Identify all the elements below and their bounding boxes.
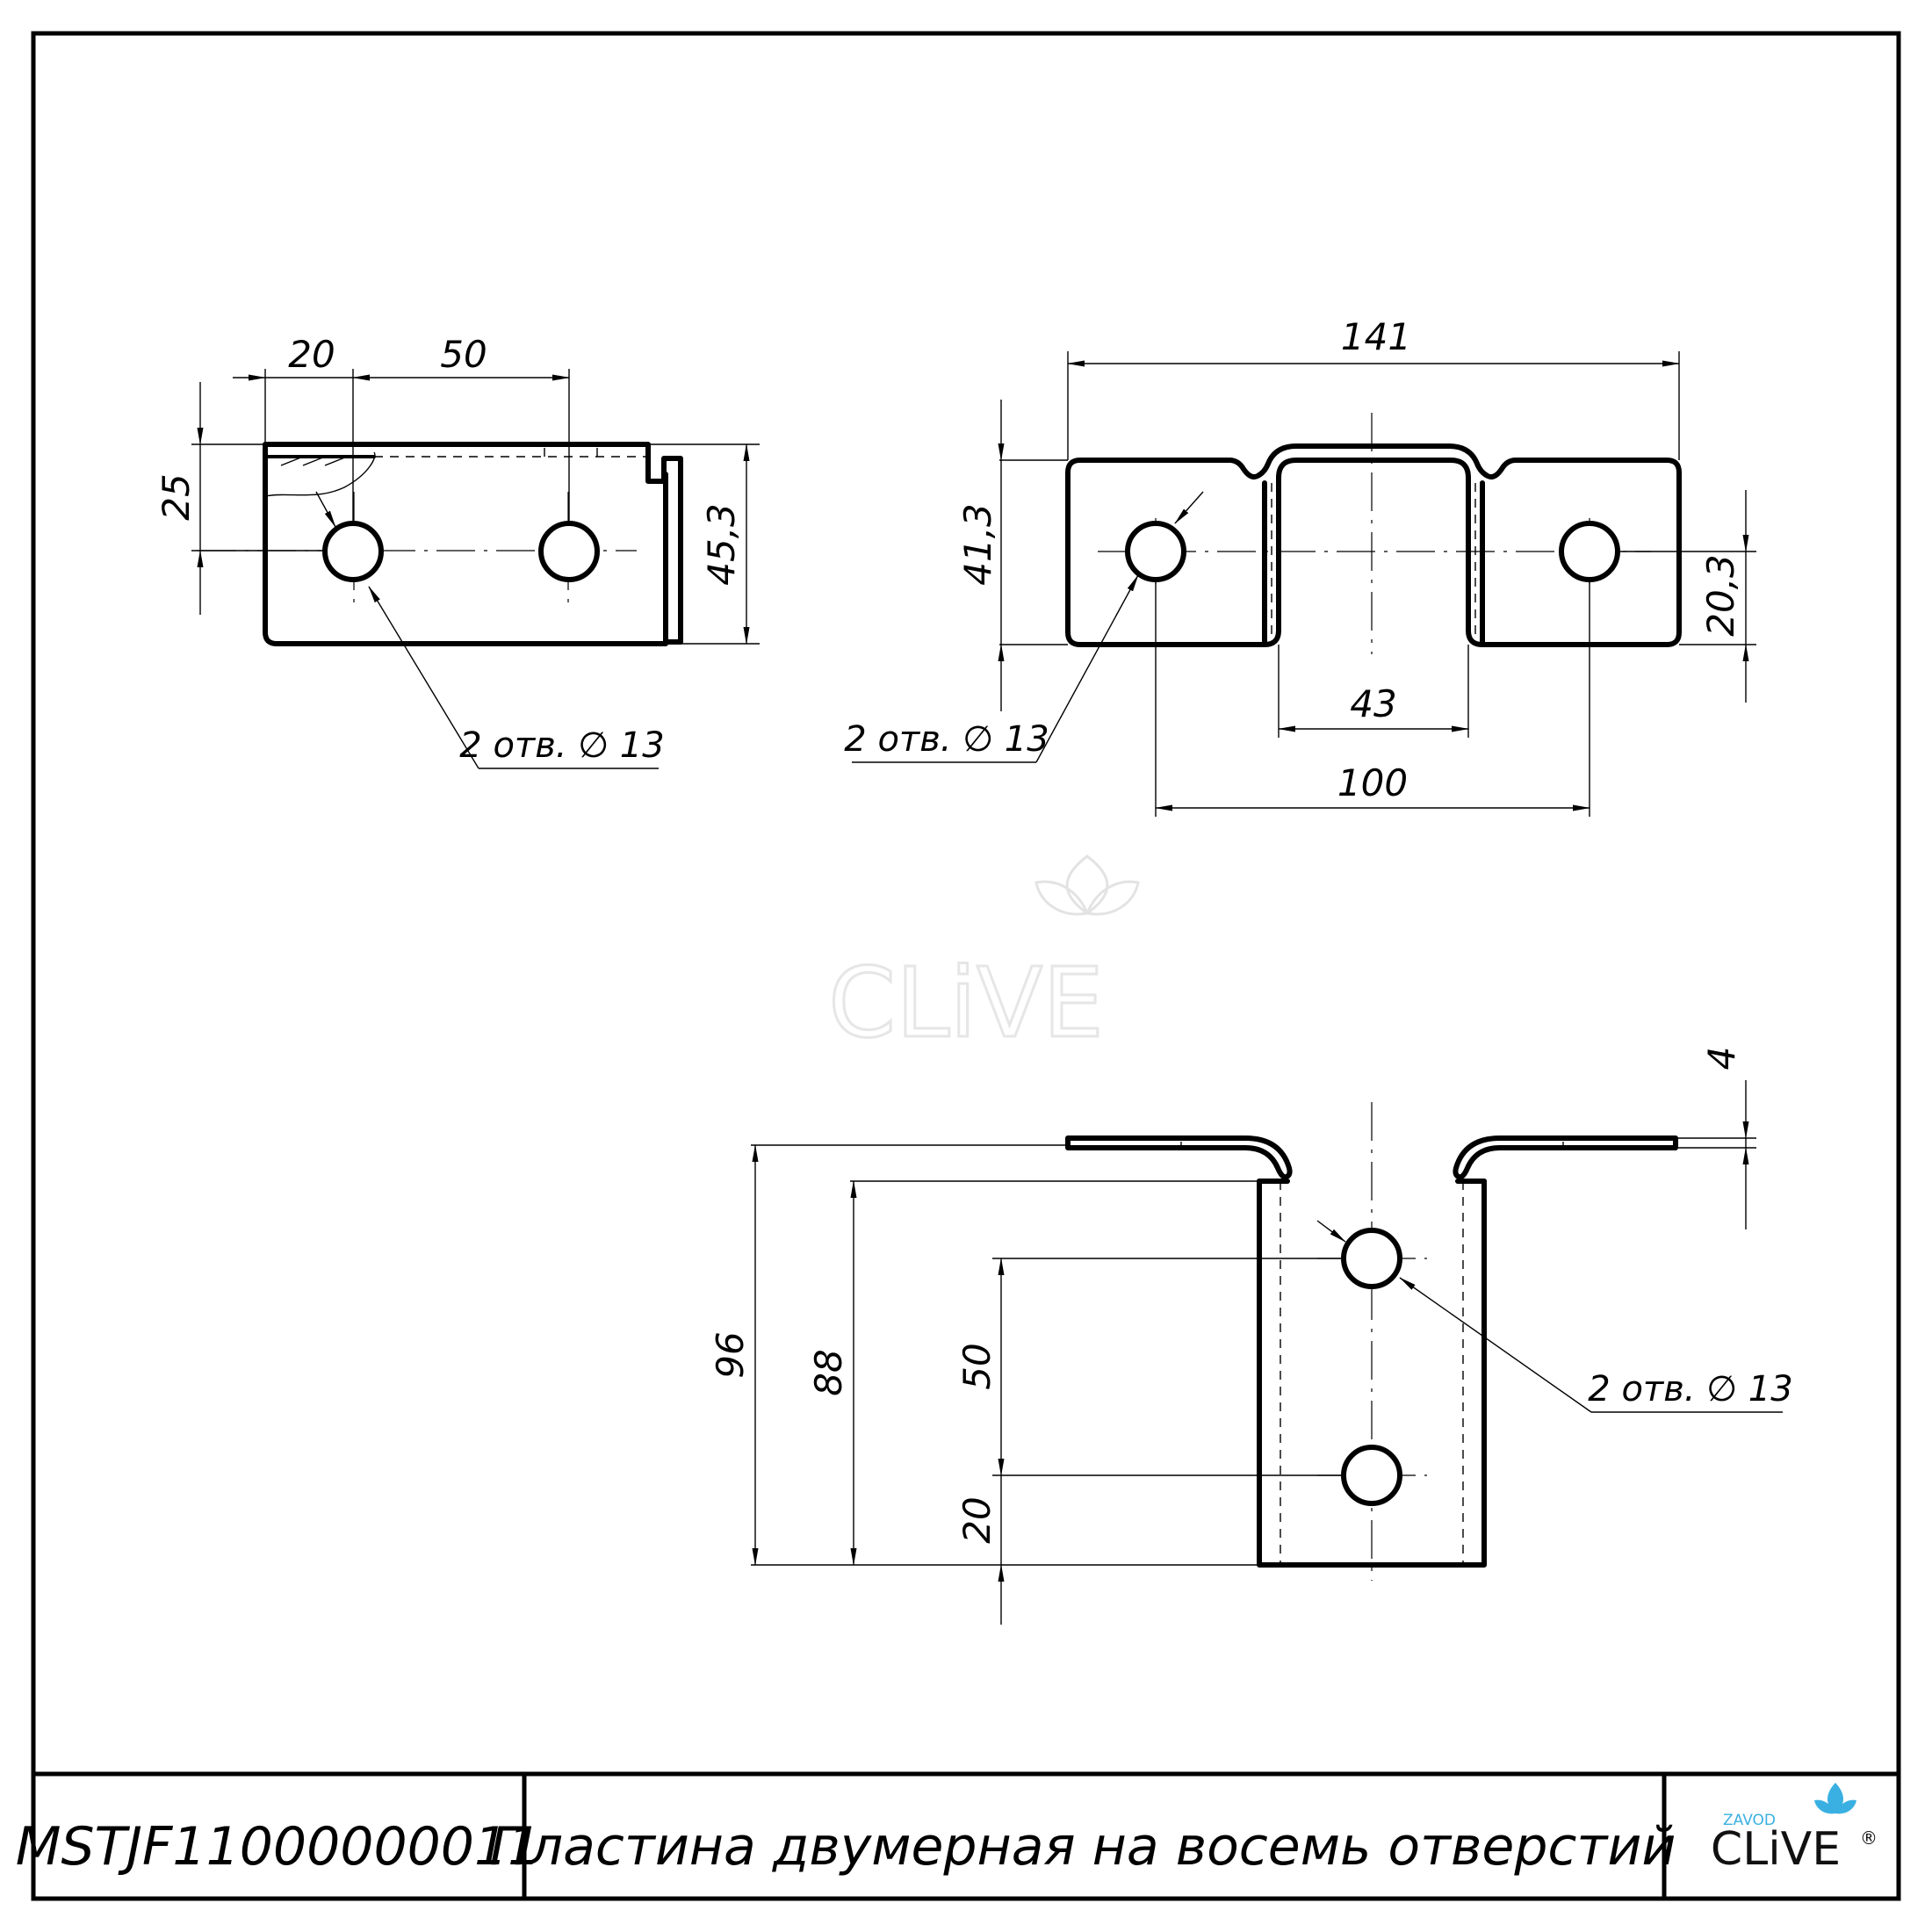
top-view: 4 96 88 50 20 2 отв. ∅ 13	[709, 1047, 1793, 1625]
hole-callout: 2 отв. ∅ 13	[1588, 1369, 1792, 1409]
watermark-logo: CLiVE	[827, 854, 1140, 1061]
watermark-text: CLiVE	[828, 947, 1103, 1059]
dim-41-3: 41,3	[956, 503, 999, 586]
part-name: Пластина двумерная на восемь отверстий	[490, 1816, 1676, 1878]
drawing-frame	[31, 31, 1901, 1901]
side-view: 20 50 25 45,3 2 отв. ∅ 13	[155, 333, 760, 769]
dim-88: 88	[807, 1349, 850, 1395]
hole-callout: 2 отв. ∅ 13	[844, 719, 1049, 760]
leaf-icon	[1835, 1799, 1856, 1814]
logo-brand: CLiVE	[1711, 1823, 1841, 1876]
dim-20: 20	[955, 1496, 998, 1543]
front-view: 141 41,3 20,3 43 100 2 отв. ∅ 13	[844, 315, 1756, 817]
dim-50: 50	[440, 333, 487, 376]
title-block: MSTJF11000000011 Пластина двумерная на в…	[16, 1771, 1899, 1899]
leaf-icon	[1827, 1783, 1843, 1813]
hole-callout: 2 отв. ∅ 13	[459, 725, 664, 766]
leaf-icon	[1814, 1799, 1835, 1814]
dim-25: 25	[155, 473, 198, 520]
clive-logo: ZAVOD CLiVE ®	[1711, 1783, 1878, 1876]
logo-zavod: ZAVOD	[1723, 1812, 1776, 1829]
dim-20: 20	[288, 333, 335, 376]
dim-20-3: 20,3	[1699, 554, 1742, 637]
dim-96: 96	[709, 1331, 752, 1378]
part-number: MSTJF11000000011	[16, 1816, 542, 1878]
logo-registered-mark: ®	[1860, 1827, 1878, 1849]
dim-43: 43	[1350, 682, 1396, 725]
dim-45-3: 45,3	[700, 503, 743, 586]
dim-4: 4	[1700, 1047, 1743, 1071]
dim-50: 50	[955, 1343, 998, 1389]
dim-141: 141	[1341, 315, 1411, 358]
dim-100: 100	[1337, 761, 1408, 804]
